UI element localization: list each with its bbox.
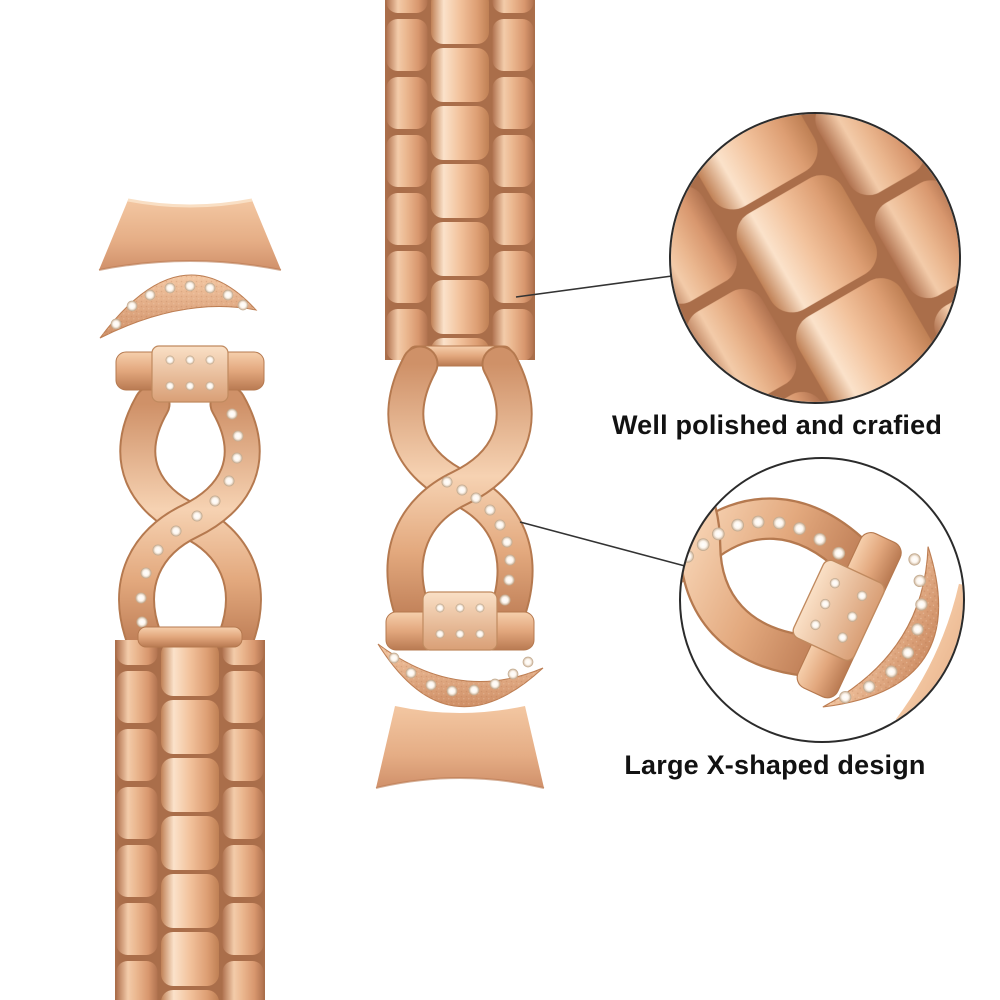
center-crescent-rhinestones (388, 652, 534, 697)
left-band (98, 198, 282, 1000)
left-band-lug (98, 198, 282, 271)
left-band-end-link (137, 626, 243, 648)
callout-line-xshape (519, 521, 686, 567)
callout-circle-polished (669, 112, 961, 404)
center-band (375, 0, 545, 789)
center-band-chain (385, 0, 535, 367)
callout-line-polished (515, 275, 673, 298)
center-band-lug (375, 706, 545, 789)
left-x-rhinestones (135, 408, 244, 628)
center-band-buckle (385, 591, 535, 651)
center-x-rhinestones (441, 476, 516, 606)
center-band-x-shape (386, 345, 534, 633)
left-band-buckle (115, 345, 265, 403)
caption-well-polished: Well polished and crafied (611, 410, 943, 440)
left-buckle-rhinestones (165, 355, 215, 391)
left-band-chain (115, 626, 265, 1000)
center-band-decor (375, 345, 545, 789)
left-band-crescent (99, 274, 258, 339)
callout-circle-xdesign (679, 457, 965, 743)
center-buckle-rhinestones (435, 603, 485, 639)
caption-large-x-shaped: Large X-shaped design (624, 750, 926, 780)
left-crescent-rhinestones (110, 280, 249, 330)
center-band-crescent (377, 643, 544, 708)
left-band-x-shape (118, 385, 262, 657)
